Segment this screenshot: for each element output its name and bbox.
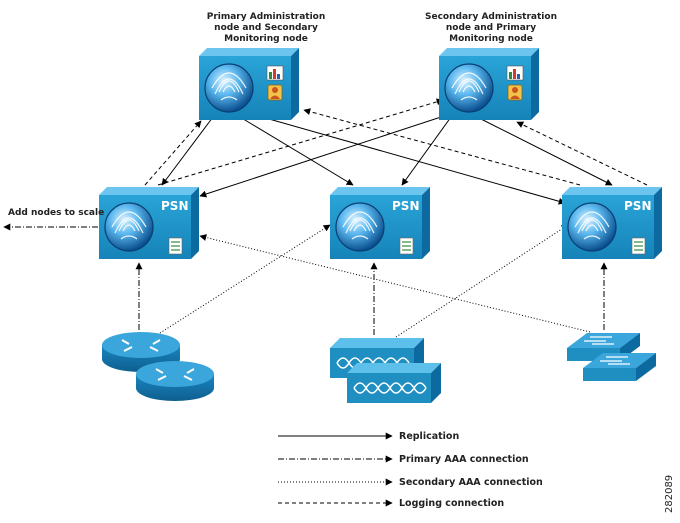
connections [3,98,648,338]
ise-fingerprint-server-icon [330,186,430,260]
server-list-icon [168,237,183,255]
psn-node-left[interactable]: PSN [99,186,199,260]
psn-node-right[interactable]: PSN [562,186,662,260]
ise-fingerprint-server-icon [99,186,199,260]
figure-id: 282089 [664,475,675,513]
admin-user-badge-icon [267,84,283,101]
network-switch-icon[interactable] [583,353,656,381]
secondary-aaa-line [159,224,331,334]
secondary-admin-label-line3: Monitoring node [449,34,533,44]
add-nodes-to-scale-label: Add nodes to scale [8,208,104,218]
logging-line [303,108,581,186]
replication-line [476,116,613,186]
replication-line [239,116,354,186]
secondary-admin-label-line1: Secondary Administration [425,12,557,22]
secondary-aaa-line [199,234,591,333]
logging-line [516,121,648,186]
monitoring-chart-icon [266,65,284,81]
legend-replication-label: Replication [399,431,459,442]
psn-label: PSN [161,199,188,213]
primary-admin-label-line3: Monitoring node [224,34,308,44]
logging-line [157,98,444,186]
legend-secondary-aaa-label: Secondary AAA connection [399,477,543,488]
replication-line [401,116,452,186]
replication-line [261,116,566,205]
wireless-controller-icon[interactable] [347,363,441,403]
replication-line [199,116,442,198]
logging-line [144,120,202,186]
primary-admin-label-line1: Primary Administration [207,12,326,22]
legend-primary-aaa-label: Primary AAA connection [399,454,529,465]
psn-label: PSN [624,199,651,213]
server-list-icon [399,237,414,255]
router-icon[interactable] [136,361,214,401]
legend-logging-label: Logging connection [399,498,504,509]
secondary-aaa-line [395,224,569,338]
secondary-admin-label-line2: node and Primary [446,23,536,33]
ise-fingerprint-server-icon [439,48,539,120]
primary-admin-node[interactable] [199,48,299,120]
server-list-icon [631,237,646,255]
psn-node-center[interactable]: PSN [330,186,430,260]
legend [278,432,393,507]
monitoring-chart-icon [506,65,524,81]
ise-fingerprint-server-icon [562,186,662,260]
replication-line [161,116,214,186]
ise-fingerprint-server-icon [199,48,299,120]
primary-admin-label-line2: node and Secondary [214,23,318,33]
psn-label: PSN [392,199,419,213]
secondary-admin-node[interactable] [439,48,539,120]
admin-user-badge-icon [507,84,523,101]
